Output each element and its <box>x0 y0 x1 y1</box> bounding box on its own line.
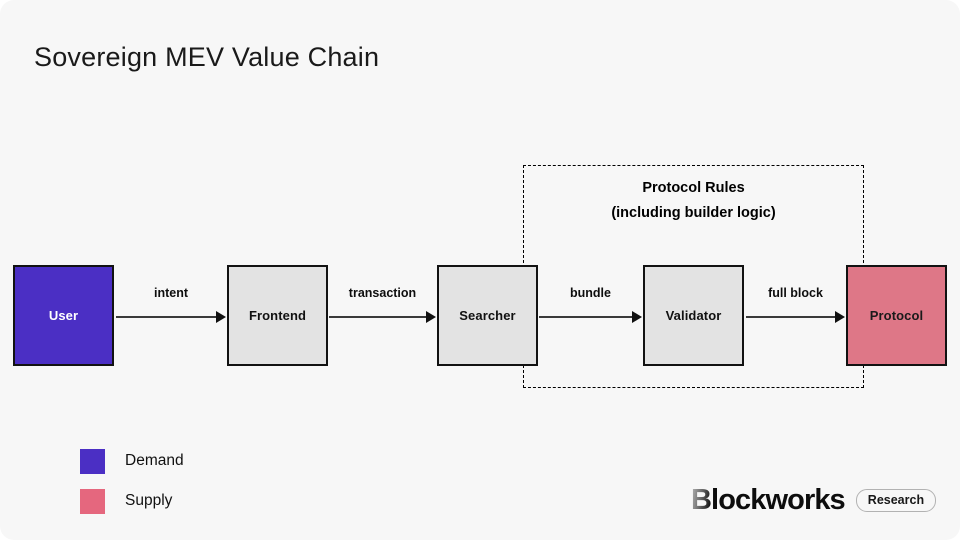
node-searcher[interactable]: Searcher <box>437 265 538 366</box>
legend-item-supply: Supply <box>80 488 184 514</box>
edge-searcher-to-validator: bundle <box>539 286 642 324</box>
edge-label-full-block: full block <box>768 286 823 300</box>
page-title: Sovereign MEV Value Chain <box>34 42 380 72</box>
node-user[interactable]: User <box>13 265 114 366</box>
brand-research-badge: Research <box>855 489 937 512</box>
legend-label-demand: Demand <box>125 452 184 469</box>
node-protocol[interactable]: Protocol <box>846 265 947 366</box>
brand-logo-initial: B <box>691 484 712 516</box>
protocol-rules-label-line2: (including builder logic) <box>611 205 776 221</box>
edge-frontend-to-searcher: transaction <box>329 286 436 324</box>
node-frontend[interactable]: Frontend <box>227 265 328 366</box>
protocol-rules-label: Protocol Rules (including builder logic) <box>523 176 864 226</box>
edge-label-transaction: transaction <box>348 286 417 300</box>
legend-item-demand: Demand <box>80 448 184 474</box>
edge-label-intent: intent <box>153 286 189 300</box>
edge-line <box>746 316 835 318</box>
legend-swatch-supply <box>80 488 105 514</box>
edge-line <box>329 316 426 318</box>
node-validator[interactable]: Validator <box>643 265 744 366</box>
edge-line <box>539 316 632 318</box>
legend-label-supply: Supply <box>125 492 173 509</box>
legend: Demand Supply <box>80 448 184 528</box>
arrowhead-icon <box>632 310 642 323</box>
protocol-rules-label-line1: Protocol Rules <box>642 180 745 196</box>
brand-logo: B lockworks Research <box>691 484 937 516</box>
edge-validator-to-protocol: full block <box>746 286 845 324</box>
edge-label-bundle: bundle <box>570 286 611 300</box>
edge-user-to-frontend: intent <box>116 286 226 324</box>
legend-swatch-demand <box>80 448 105 474</box>
brand-logo-wordmark: lockworks <box>711 484 846 516</box>
edge-line <box>116 316 216 318</box>
arrowhead-icon <box>216 310 226 323</box>
arrowhead-icon <box>835 310 845 323</box>
arrowhead-icon <box>426 310 436 323</box>
